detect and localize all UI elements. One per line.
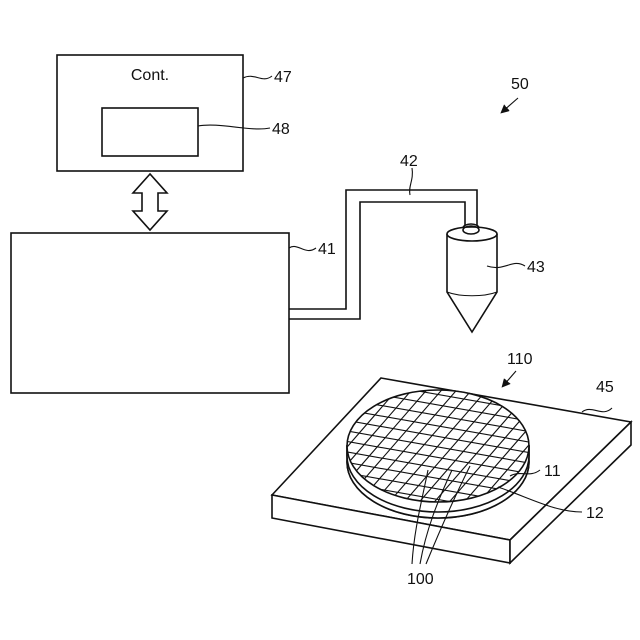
ref-45: 45 [596,379,614,396]
leader-45 [582,408,612,412]
ref-110: 110 [507,351,533,368]
ref-50: 50 [511,76,529,93]
optical-fiber-inner [289,202,465,319]
controller-label: Cont. [131,67,169,84]
ref-41: 41 [318,241,336,258]
ref-47: 47 [274,69,292,86]
bidirectional-arrow [133,174,167,230]
ref-12: 12 [586,505,604,522]
leader-47 [243,76,272,79]
arrow-50 [502,98,518,112]
ref-100: 100 [407,571,434,588]
ref-48: 48 [272,121,290,138]
leader-43 [487,263,525,267]
controller-box: Cont. [57,55,243,171]
leader-41 [289,246,316,250]
ref-42: 42 [400,153,418,170]
laser-head [447,224,497,332]
arrow-110 [503,371,516,386]
ref-43: 43 [527,259,545,276]
laser-oscillator-box [11,233,289,393]
ref-11: 11 [544,463,561,480]
leader-42 [410,168,413,195]
storage-unit-box [102,108,198,156]
leader-48 [198,125,270,129]
